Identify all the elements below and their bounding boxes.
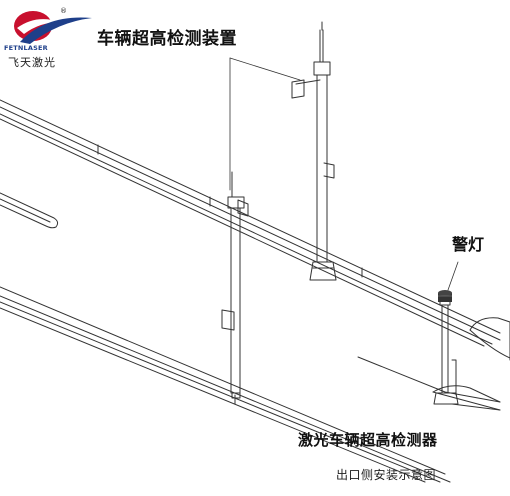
diagram-caption: 出口侧安装示意图: [336, 468, 437, 482]
product-name-label: 激光车辆超高检测器: [298, 431, 438, 449]
registered-mark: ®: [60, 7, 67, 15]
brand-chinese-name: 飞天激光: [8, 56, 56, 69]
warning-beacon-icon: [438, 290, 452, 302]
laser-emitter-icon: [291, 79, 305, 99]
device-title-label: 车辆超高检测装置: [97, 29, 237, 49]
warning-lamp-pole: [433, 261, 459, 405]
near-detector-pole: [221, 171, 249, 399]
near-guard-rail: [0, 286, 451, 483]
left-barrier-block: [0, 192, 59, 229]
title-leader-lines: [229, 57, 301, 191]
brand-latin-name: FETNLASER: [4, 44, 48, 52]
right-curb: [357, 317, 510, 411]
far-guard-rail: [0, 99, 501, 347]
far-detector-pole: [291, 21, 337, 281]
laser-emitter-icon: [237, 199, 249, 217]
fetnlaser-logo-icon: [14, 11, 92, 44]
warning-lamp-label: 警灯: [452, 235, 485, 254]
